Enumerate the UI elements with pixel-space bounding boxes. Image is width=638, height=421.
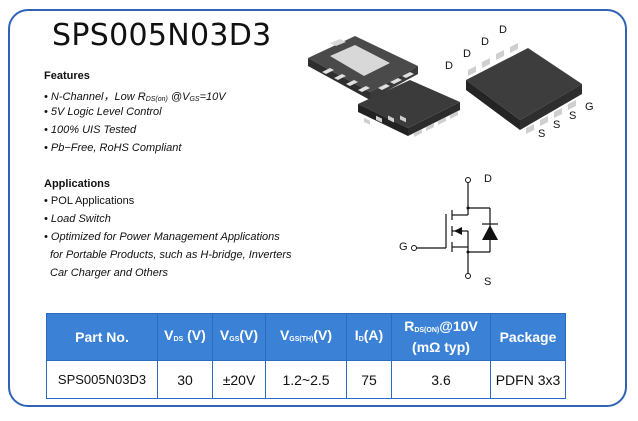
cell-vgsth: 1.2~2.5 [265,360,347,399]
package-large-view-image [466,43,582,134]
package-top-view-image [358,80,460,137]
pin-label-drain: D [481,36,489,48]
header-id: ID(A) [346,313,392,361]
spec-table: Part No. VDS (V) VGS(V) VGS(TH)(V) ID(A)… [46,313,566,399]
header-vgs: VGS(V) [212,313,266,361]
cell-rdson: 3.6 [391,360,491,399]
application-continuation: Car Charger and Others [50,267,168,279]
header-vds: VDS (V) [157,313,213,361]
applications-heading: Applications [44,178,111,190]
pin-label-drain: D [463,48,471,60]
part-title: SPS005N03D3 [52,18,272,53]
cell-part-no: SPS005N03D3 [46,360,158,399]
application-item: • Optimized for Power Management Applica… [44,231,280,243]
package-bottom-view-image [308,36,418,100]
pin-label-source: S [569,110,577,122]
pin-label-source: S [553,119,561,131]
schematic-drain-label: D [484,173,492,185]
spec-header-row: Part No. VDS (V) VGS(V) VGS(TH)(V) ID(A)… [46,313,566,361]
feature-item: • 100% UIS Tested [44,124,137,136]
application-item: • POL Applications [44,195,135,207]
pin-label-source: S [538,128,546,140]
application-continuation: for Portable Products, such as H-bridge,… [50,249,292,261]
cell-id: 75 [346,360,392,399]
document-frame [8,9,627,407]
pin-label-drain: D [499,24,507,36]
application-text: Load Switch [50,213,111,225]
table-row: SPS005N03D3 30 ±20V 1.2~2.5 75 3.6 PDFN … [46,360,566,399]
header-part-no: Part No. [46,313,158,361]
schematic-source-label: S [484,276,492,288]
header-package: Package [490,313,566,361]
feature-item: • Pb−Free, RoHS Compliant [44,142,182,154]
pin-label-drain: D [445,60,453,72]
application-text: POL Applications [50,195,135,207]
application-text: Optimized for Power Management Applicati… [50,231,280,243]
application-item: • Load Switch [44,213,111,225]
cell-vds: 30 [157,360,213,399]
feature-text: 5V Logic Level Control [50,106,162,118]
mosfet-schematic [411,177,498,279]
feature-text: Pb−Free, RoHS Compliant [50,142,182,154]
feature-text: 100% UIS Tested [50,124,137,136]
header-vgsth: VGS(TH)(V) [265,313,347,361]
cell-vgs: ±20V [212,360,266,399]
header-rdson: RDS(ON)@10V(mΩ typ) [391,313,491,361]
feature-item: • 5V Logic Level Control [44,106,162,118]
feature-text: N-Channel，Low RDS(on) @VGS=10V [50,91,226,103]
feature-item: • N-Channel，Low RDS(on) @VGS=10V [44,91,226,103]
schematic-gate-label: G [399,241,408,253]
features-heading: Features [44,70,90,82]
pin-label-gate: G [585,101,594,113]
cell-package: PDFN 3x3 [490,360,566,399]
